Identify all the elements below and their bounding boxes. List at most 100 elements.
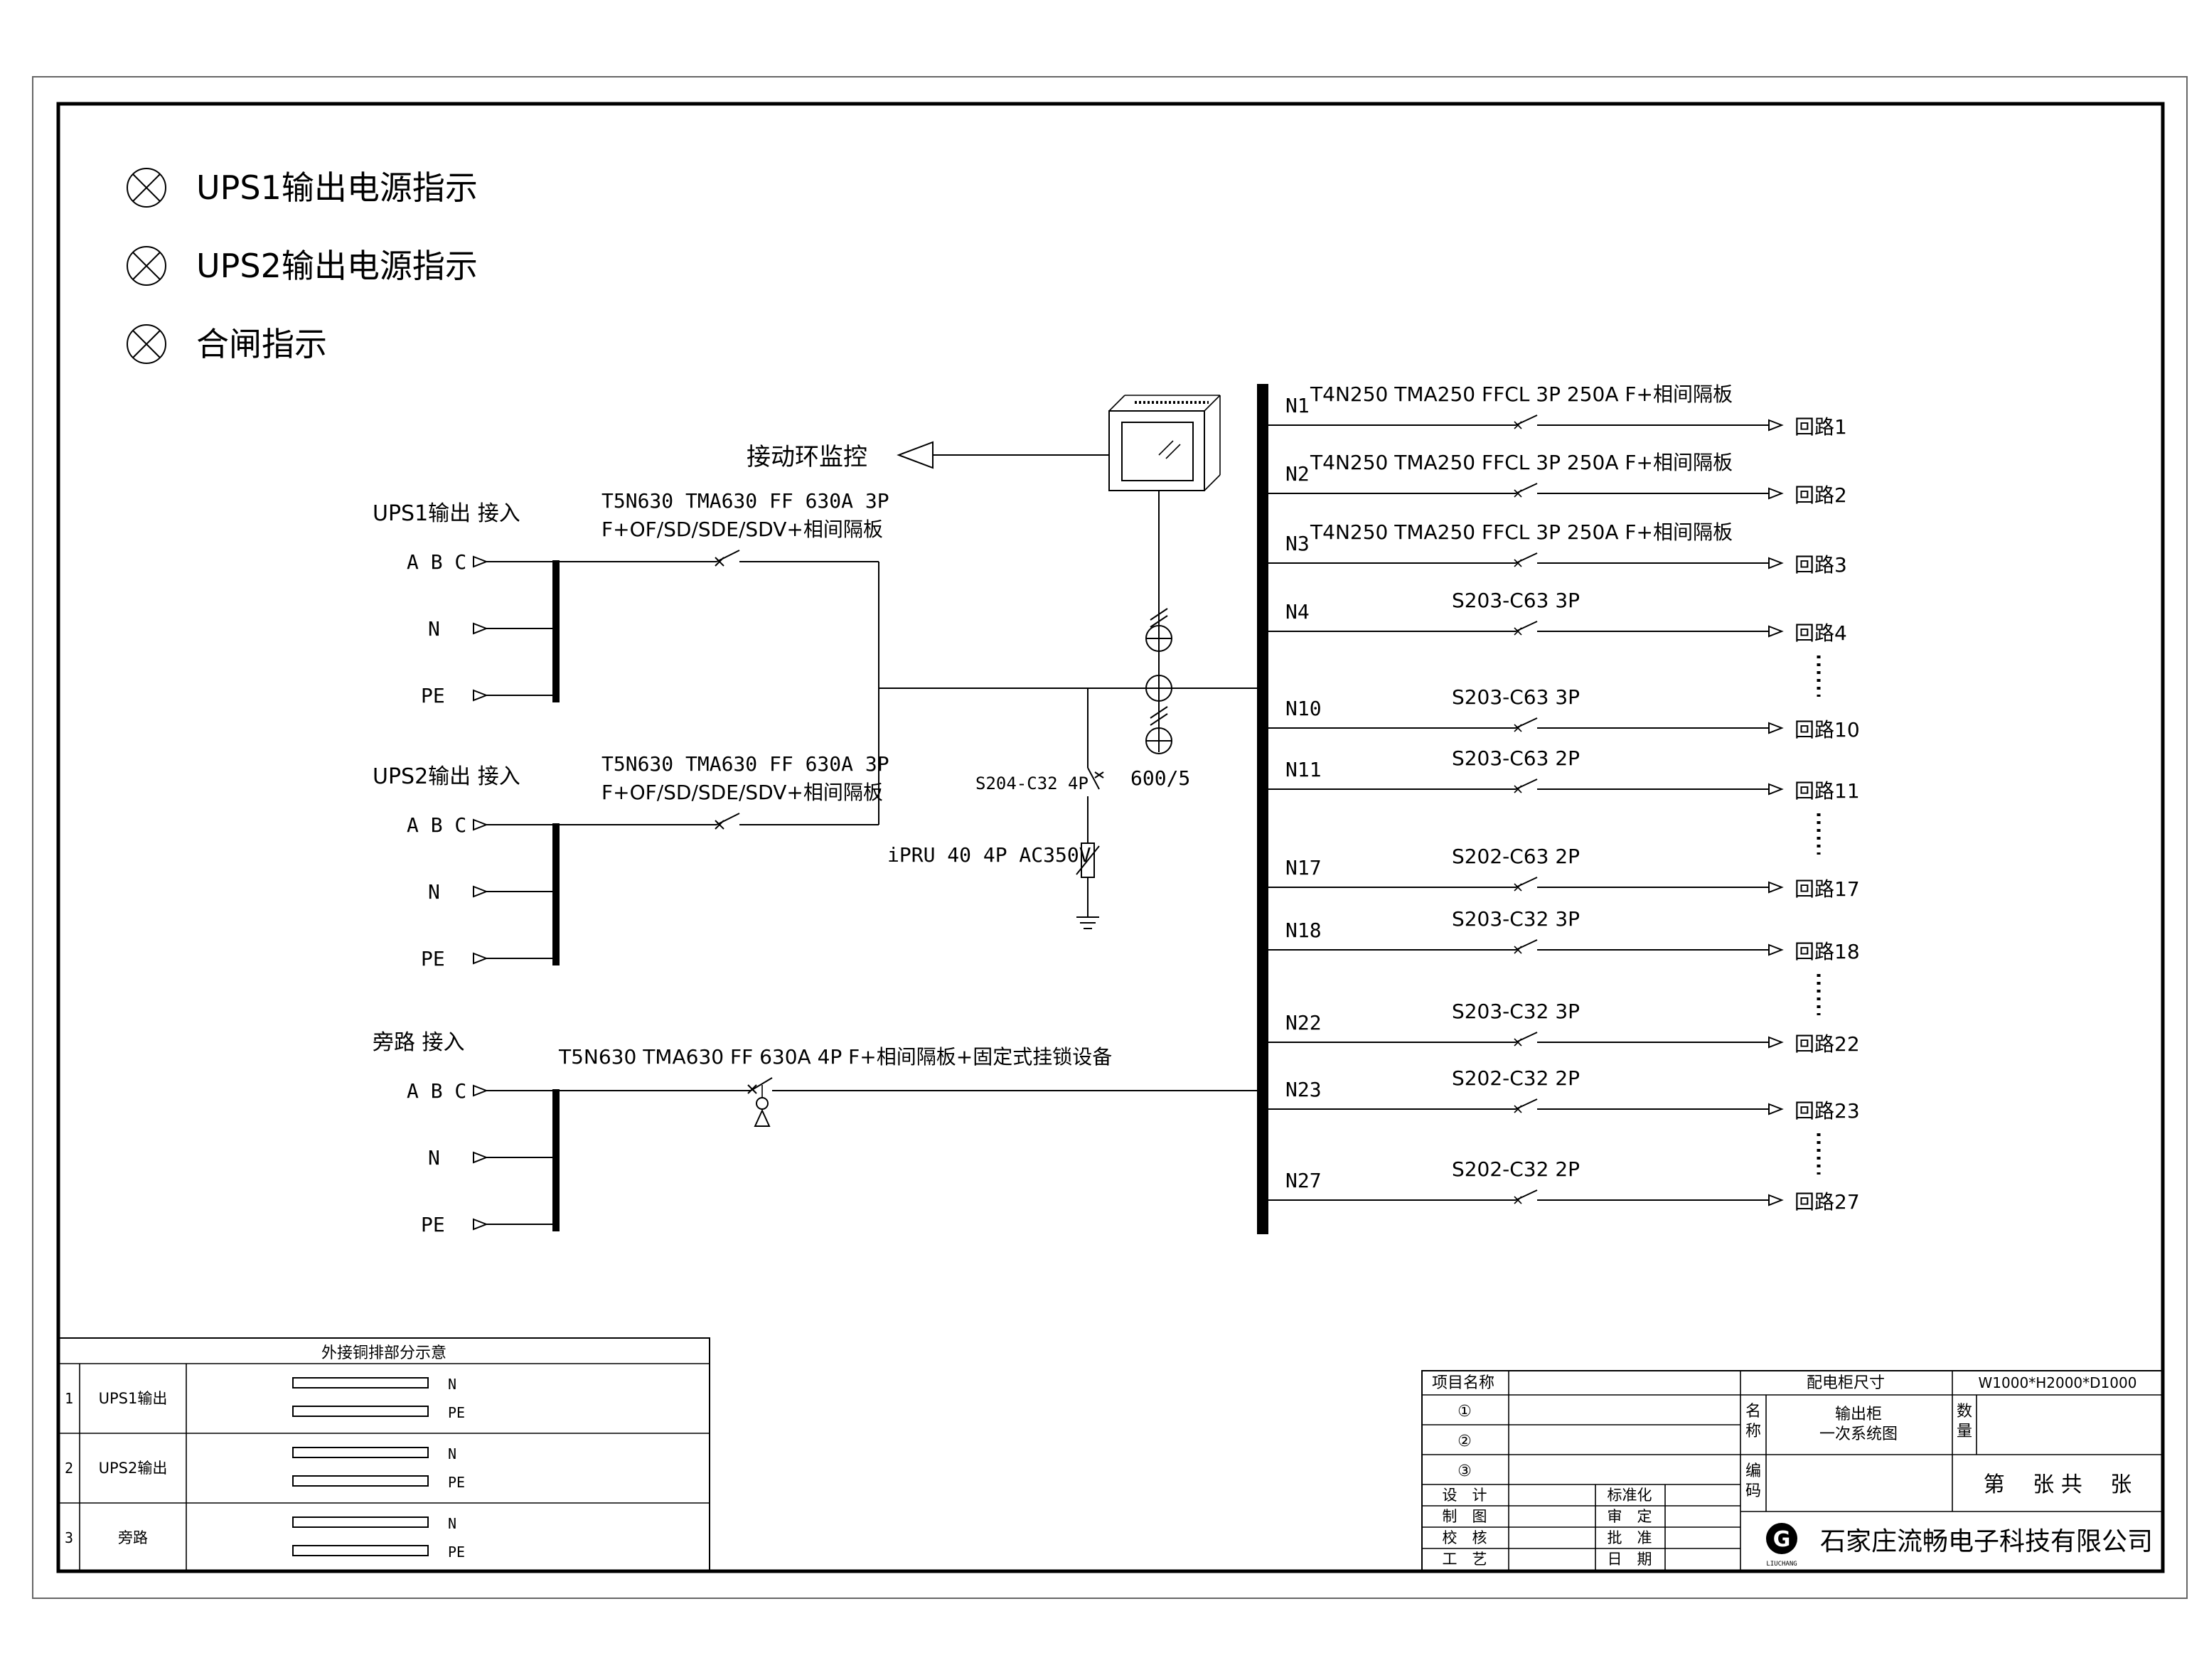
output-breaker-label: S203-C63 3P [1452,685,1580,709]
output-arrow-icon [1768,626,1782,637]
neutral-label: N [428,1146,440,1170]
terminal-arrow-icon [473,953,487,964]
input-title: UPS2输出 接入 [373,764,520,789]
output-loop-label: 回路27 [1795,1190,1860,1214]
indicator-lamp-icon [127,168,166,208]
output-id: N10 [1285,697,1322,720]
indicator-label: UPS2输出电源指示 [196,247,478,285]
breaker-x [1514,785,1522,793]
output-loop-label: 回路4 [1795,621,1847,645]
title-block: 项目名称 ① ② ③ 配电柜尺寸 W1000*H2000*D1000 名 称 输… [1421,1370,2163,1572]
output-arrow-icon [1768,1103,1782,1115]
copper-bar-icon [292,1447,429,1458]
role-draw: 制 图 [1443,1508,1487,1525]
ct-ratio: 600/5 [1130,766,1190,790]
output-id: N11 [1285,758,1322,781]
monitor-screen-icon [1108,395,1221,491]
output-arrow-icon [1768,944,1782,956]
output-arrow-icon [1768,419,1782,431]
item-1: ① [1457,1403,1472,1420]
bar-label: PE [448,1474,465,1491]
breaker-blade [716,550,740,562]
breaker-label: T5N630 TMA630 FF 630A 3P [601,752,889,776]
padlock-icon [754,1108,771,1127]
breaker-x [1514,883,1522,892]
busbar-table-title: 外接铜排部分示意 [321,1344,446,1362]
row-number: 1 [65,1390,73,1407]
pe-label: PE [421,947,445,970]
phase-label: A B C [407,1079,466,1103]
output-id: N2 [1285,462,1310,486]
phase-label: A B C [407,813,466,837]
name-label-2: 称 [1745,1423,1761,1440]
item-3: ③ [1457,1462,1472,1480]
output-breaker-label: S202-C63 2P [1452,845,1580,868]
code-label-1: 编 [1745,1462,1761,1480]
output-loop-label: 回路10 [1795,718,1860,742]
output-id: N1 [1285,394,1310,417]
breaker-x [1514,421,1522,429]
logo-letter: G [1773,1527,1791,1552]
bar-label: N [448,1376,456,1393]
output-loop-label: 回路23 [1795,1099,1860,1123]
breaker-label: T5N630 TMA630 FF 630A 4P F+相间隔板+固定式挂锁设备 [558,1045,1112,1069]
sheet-counter: 第 张 共 张 [1984,1472,2132,1497]
output-breaker-label: S203-C63 3P [1452,589,1580,612]
inner-frame [56,102,2165,1573]
outer-frame [32,76,2188,1599]
indicator-2: UPS2输出电源指示 [127,246,478,286]
indicator-3: 合闸指示 [127,324,327,364]
phase-label: A B C [407,550,466,574]
breaker-x [715,557,724,567]
drawing-name-2: 一次系统图 [1819,1425,1898,1443]
terminal-arrow-icon [473,1219,487,1230]
output-loop-label: 回路22 [1795,1032,1860,1056]
terminal-arrow-icon [473,623,487,634]
cabinet-size-label: 配电柜尺寸 [1807,1374,1885,1392]
breaker-x [1514,1196,1522,1204]
input-2: UPS2输出 接入 A B C N PE T5N630 TMA630 FF 630A 3… [373,688,889,970]
copper-bar-icon [292,1545,429,1556]
indicator-lamp-icon [127,246,166,286]
output-breaker-label: T4N250 TMA250 FFCL 3P 250A F+相间隔板 [1310,520,1733,544]
spd-branch: S204-C32 4P iPRU 40 4P AC350V [887,688,1104,929]
output-id: N22 [1285,1011,1322,1034]
row-name: 旁路 [118,1529,148,1546]
neutral-label: N [428,617,440,641]
output-loop-label: 回路3 [1795,553,1847,577]
copper-bar-icon [292,1377,429,1389]
output-breaker-label: T4N250 TMA250 FFCL 3P 250A F+相间隔板 [1310,451,1733,474]
indicator-label: UPS1输出电源指示 [196,168,478,207]
code-label-2: 码 [1745,1482,1761,1500]
output-breaker-label: S203-C63 2P [1452,747,1580,770]
indicator-1: UPS1输出电源指示 [127,168,478,208]
company-name: 石家庄流畅电子科技有限公司 [1820,1527,2153,1556]
role-standard: 标准化 [1608,1487,1652,1504]
terminal-arrow-icon [473,690,487,701]
bar-label: PE [448,1404,465,1421]
neutral-label: N [428,880,440,904]
output-arrow-icon [1768,882,1782,893]
pe-label: PE [421,1213,445,1236]
current-transformer: 600/5 [1130,608,1190,790]
copper-bar-icon [292,1406,429,1417]
breaker-x [1514,559,1522,567]
output-loop-label: 回路11 [1795,779,1860,803]
breaker-blade [750,1077,773,1091]
output-loop-label: 回路18 [1795,940,1860,963]
output-arrow-icon [1768,1037,1782,1048]
breaker-label: F+OF/SD/SDE/SDV+相间隔板 [601,781,883,804]
breaker-x [1514,627,1522,636]
name-label-1: 名 [1745,1403,1761,1420]
output-id: N23 [1285,1078,1322,1101]
role-date: 日 期 [1608,1551,1652,1568]
